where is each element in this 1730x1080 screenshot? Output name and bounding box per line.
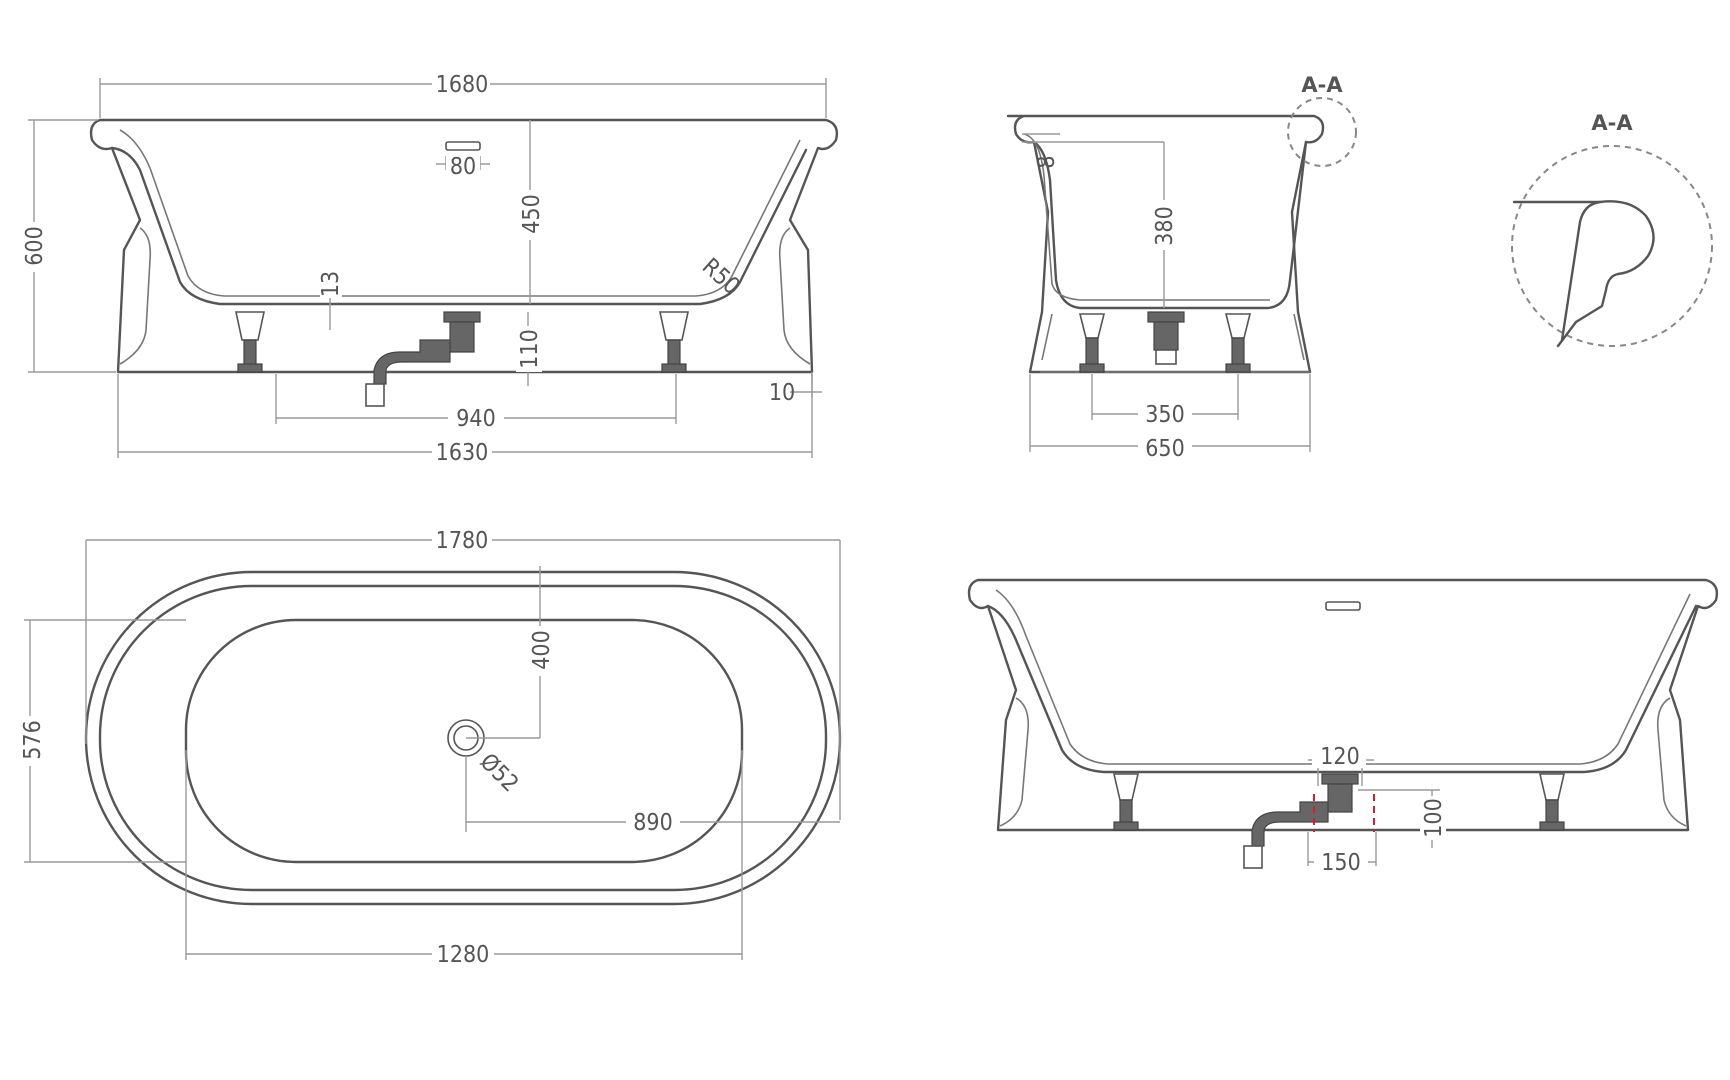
dim-label: 80 [450,154,476,180]
dim-label: 1630 [436,440,489,466]
section-marker-label: A-A [1301,73,1343,97]
dim-label: 940 [456,406,496,432]
section-marker-circle [1287,97,1357,167]
rear-overflow [1325,601,1361,611]
dim-label: 110 [517,329,543,369]
front-right-leg [659,311,689,373]
front-dim-110: 110 [516,312,543,386]
detail-wall [1560,200,1602,342]
side-drain [1147,311,1185,365]
rear-basin [986,604,1698,774]
dim-label: 380 [1152,206,1178,246]
dim-label: Ø52 [475,749,524,798]
side-dim-380: 380 [1060,141,1178,308]
dim-label: 600 [22,226,48,266]
side-basin [1032,140,1308,310]
rear-tub-shell [967,578,1719,832]
front-basin-inner [119,129,801,297]
top-view: 1780 576 400 Ø52 890 1 [20,526,842,968]
front-dim-10: 10 [769,372,822,406]
dim-label: 13 [318,271,344,297]
detail-label: A-A [1591,111,1633,135]
rear-right-support [1656,697,1687,827]
side-view: A-A 8 380 [1006,73,1357,462]
front-dim-1630: 1630 [117,374,813,466]
rear-dim-100: 100 [1358,789,1447,848]
side-dim-650: 650 [1029,374,1311,462]
front-overflow [445,141,481,151]
detail-circle [1511,145,1713,347]
dim-label: 10 [769,380,795,406]
front-left-leg [235,311,265,373]
side-dim-350: 350 [1091,374,1239,428]
rear-left-support [999,697,1030,827]
side-left-support [1041,313,1053,361]
dim-label: R50 [697,254,745,301]
rear-dim-120: 120 [1308,742,1374,786]
front-basin [110,146,808,306]
dim-label: 1280 [437,942,490,968]
side-right-leg [1224,313,1252,373]
front-dim-600: 600 [20,119,116,373]
front-dim-13: 13 [318,268,344,330]
front-drain-assembly [365,311,481,407]
top-dim-1280: 1280 [185,750,743,968]
top-inner-rim [98,584,828,892]
rear-drain-assembly [1243,773,1359,869]
top-basin [184,618,744,864]
rear-left-leg [1112,773,1140,831]
top-dim-400: 400 [466,566,555,739]
front-dim-450: 450 [518,120,545,304]
dim-label: 890 [633,810,673,836]
dim-label: 1680 [436,72,489,98]
dim-label: 8 [1034,155,1060,168]
rear-view: 120 150 100 [967,578,1719,876]
rear-basin-inner [995,589,1691,765]
rear-right-leg [1538,773,1566,831]
rear-dim-150: 150 [1307,832,1377,876]
front-dim-940: 940 [275,374,677,432]
front-view: 1680 600 80 450 13 R50 [20,70,839,466]
dim-label: 576 [20,720,46,760]
side-dim-8: 8 [1022,133,1060,169]
dim-label: 1780 [436,528,489,554]
rear-trap-outlet [1243,845,1263,869]
dim-label: 450 [519,194,545,234]
top-dim-576: 576 [20,619,186,863]
top-dim-diameter: Ø52 [475,749,524,798]
dim-label: 650 [1145,436,1185,462]
top-dim-1780: 1780 [85,526,841,820]
dim-label: 150 [1321,850,1361,876]
side-right-support [1293,313,1305,361]
detail-rim-profile [1512,200,1655,348]
front-dim-80: 80 [436,152,490,180]
dim-label: 100 [1421,798,1447,838]
rear-drain-clearance-marker [1313,794,1375,832]
dim-label: 400 [529,630,555,670]
top-dim-890: 890 [465,756,840,836]
front-dim-1680: 1680 [99,70,827,118]
dim-label: 120 [1320,744,1360,770]
front-right-support [778,227,811,365]
side-basin-inner [1023,133,1270,301]
front-dim-r50: R50 [697,254,745,301]
detail-view: A-A [1511,111,1713,348]
front-left-support [119,227,152,365]
dim-label: 350 [1145,402,1185,428]
side-left-leg [1078,313,1106,373]
